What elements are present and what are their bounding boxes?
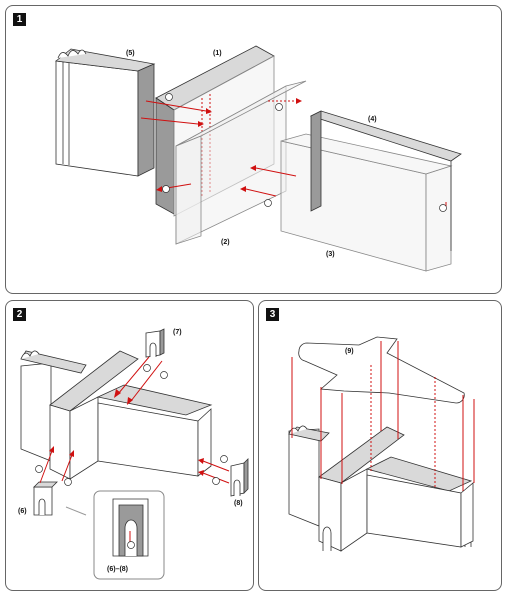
part-6-piece xyxy=(33,481,58,516)
label-inset: (6)–(8) xyxy=(107,566,128,573)
alignment-lines xyxy=(291,341,475,491)
label-part-7: (7) xyxy=(173,329,182,336)
part-8-piece xyxy=(230,458,249,497)
step-2-badge: 2 xyxy=(13,308,26,321)
assembly-arrows xyxy=(39,356,230,545)
part-5-end-cap xyxy=(55,48,156,177)
step-1-badge: 1 xyxy=(13,13,26,26)
step-1-panel: 1 xyxy=(5,5,502,294)
label-part-2: (2) xyxy=(221,239,230,246)
label-part-5: (5) xyxy=(126,50,135,57)
label-part-3: (3) xyxy=(326,251,335,258)
callout-circles xyxy=(162,93,447,212)
part-4-back xyxy=(309,110,462,251)
part-2-side xyxy=(175,80,307,245)
step-3-badge: 3 xyxy=(266,308,279,321)
part-7-piece xyxy=(145,328,165,358)
label-part-4: (4) xyxy=(368,116,377,123)
cross-assembly xyxy=(20,350,213,480)
step-2-panel: 2 xyxy=(5,300,254,591)
label-part-8: (8) xyxy=(234,500,243,507)
inset-detail xyxy=(65,490,165,580)
label-part-1: (1) xyxy=(213,50,222,57)
step-3-illustration: (9) xyxy=(288,336,475,552)
assembled-base xyxy=(288,425,474,552)
callout-circles xyxy=(35,364,228,549)
step-3-panel: 3 (9) xyxy=(258,300,502,591)
label-part-9: (9) xyxy=(345,348,354,355)
step-2-illustration: (7) (8) (6) (6)–(8) xyxy=(18,328,249,580)
part-3-front xyxy=(280,133,453,272)
label-part-6: (6) xyxy=(18,508,27,515)
step-1-illustration: (5) (1) (2) (3) (4) xyxy=(55,45,462,272)
